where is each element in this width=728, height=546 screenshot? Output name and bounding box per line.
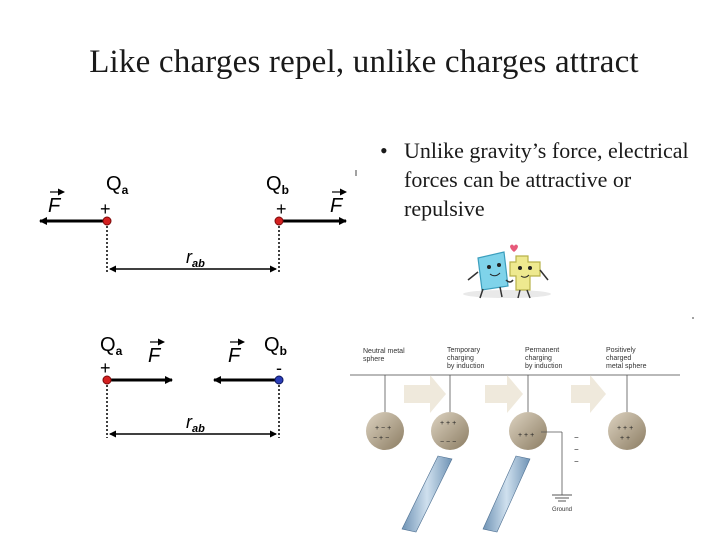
bullet-dot: •: [380, 138, 388, 163]
svg-text:+ +: + +: [620, 435, 630, 442]
svg-text:+ + +: + + +: [617, 425, 633, 432]
repel-diagram: Qa + Qb + F F rab: [39, 173, 347, 273]
positive-charge-dot: [102, 216, 112, 226]
negative-charge-dot: [274, 375, 284, 385]
positive-charge-dot: [274, 216, 284, 226]
step1-label: Neutral metal sphere: [363, 348, 407, 363]
distance-label: rab: [186, 247, 205, 270]
grounded-sphere: [509, 412, 547, 450]
charge-b-sign: -: [276, 358, 282, 378]
step3-label: Permanent charging by induction: [525, 347, 562, 370]
step4-label: Positively charged metal sphere: [606, 347, 647, 370]
slide-title: Like charges repel, unlike charges attra…: [89, 44, 639, 80]
charged-rod: [401, 455, 453, 533]
svg-text:+ + +: + + +: [518, 432, 534, 439]
force-label-right: F: [228, 345, 242, 367]
force-label-left: F: [148, 345, 162, 367]
neutral-sphere: [366, 412, 404, 450]
induction-figure: Neutral metal sphere Temporary charging …: [350, 332, 688, 533]
svg-text:− + −: − + −: [373, 435, 389, 442]
charged-sphere: [608, 412, 646, 450]
force-label-left: F: [48, 195, 62, 217]
charge-a-sign: +: [100, 358, 111, 378]
svg-text:−: −: [574, 457, 579, 466]
induced-sphere: [431, 412, 469, 450]
bullet-text: Unlike gravity’s force, electrical force…: [404, 138, 689, 221]
process-arrow: [485, 375, 523, 413]
cartoon-characters-image: [463, 244, 551, 299]
force-label-right: F: [330, 195, 344, 217]
positive-charge-dot: [102, 375, 112, 385]
svg-text:+ − +: + − +: [375, 425, 391, 432]
svg-text:−: −: [574, 433, 579, 442]
process-arrow: [571, 375, 606, 413]
charge-a-sign: +: [100, 199, 111, 219]
charge-a-label: Qa: [100, 334, 123, 358]
ground-label: Ground: [552, 507, 572, 513]
charged-rod: [482, 455, 531, 533]
attract-diagram: Qa + Qb - F F rab: [100, 334, 287, 438]
bullet-list: • Unlike gravity’s force, electrical for…: [380, 136, 710, 223]
svg-text:−: −: [574, 445, 579, 454]
step2-label: Temporary charging by induction: [447, 347, 484, 370]
process-arrow: [404, 375, 446, 413]
charge-a-label: Qa: [106, 173, 129, 197]
svg-text:− − −: − − −: [440, 439, 456, 446]
charge-b-label: Qb: [266, 173, 289, 197]
bullet-item: • Unlike gravity’s force, electrical for…: [380, 136, 710, 223]
distance-label: rab: [186, 412, 205, 435]
charge-b-label: Qb: [264, 334, 287, 358]
svg-text:+ + +: + + +: [440, 420, 456, 427]
charge-b-sign: +: [276, 199, 287, 219]
